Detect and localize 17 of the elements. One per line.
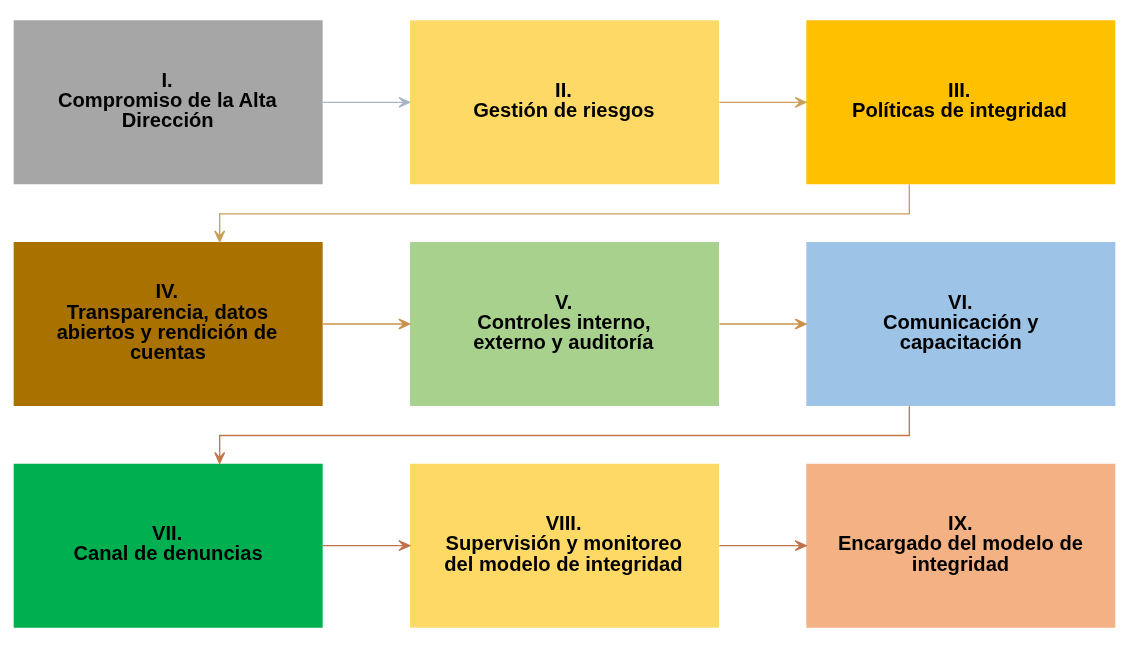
arrow (718, 96, 807, 108)
arrow (214, 405, 910, 464)
arrow (214, 183, 910, 242)
node-box: VIII. Supervisión y monitoreo del modelo de integridad (410, 463, 719, 628)
node-box: IX. Encargado del modelo de integridad (806, 463, 1116, 628)
arrow (718, 318, 807, 329)
arrow (322, 318, 411, 329)
arrow (322, 539, 411, 551)
node-box: III. Políticas de integridad (806, 19, 1116, 184)
node-box: V. Controles interno, externo y auditoría (410, 241, 719, 406)
node-box: VI. Comunicación y capacitación (806, 241, 1116, 406)
arrow (322, 96, 411, 108)
arrow (718, 539, 807, 551)
node-box: II. Gestión de riesgos (410, 19, 719, 184)
node-box: IV. Transparencia, datos abiertos y rendición de cuentas (13, 241, 323, 406)
node-box: I. Compromiso de la Alta Dirección (13, 19, 323, 184)
node-box: VII. Canal de denuncias (13, 463, 323, 628)
